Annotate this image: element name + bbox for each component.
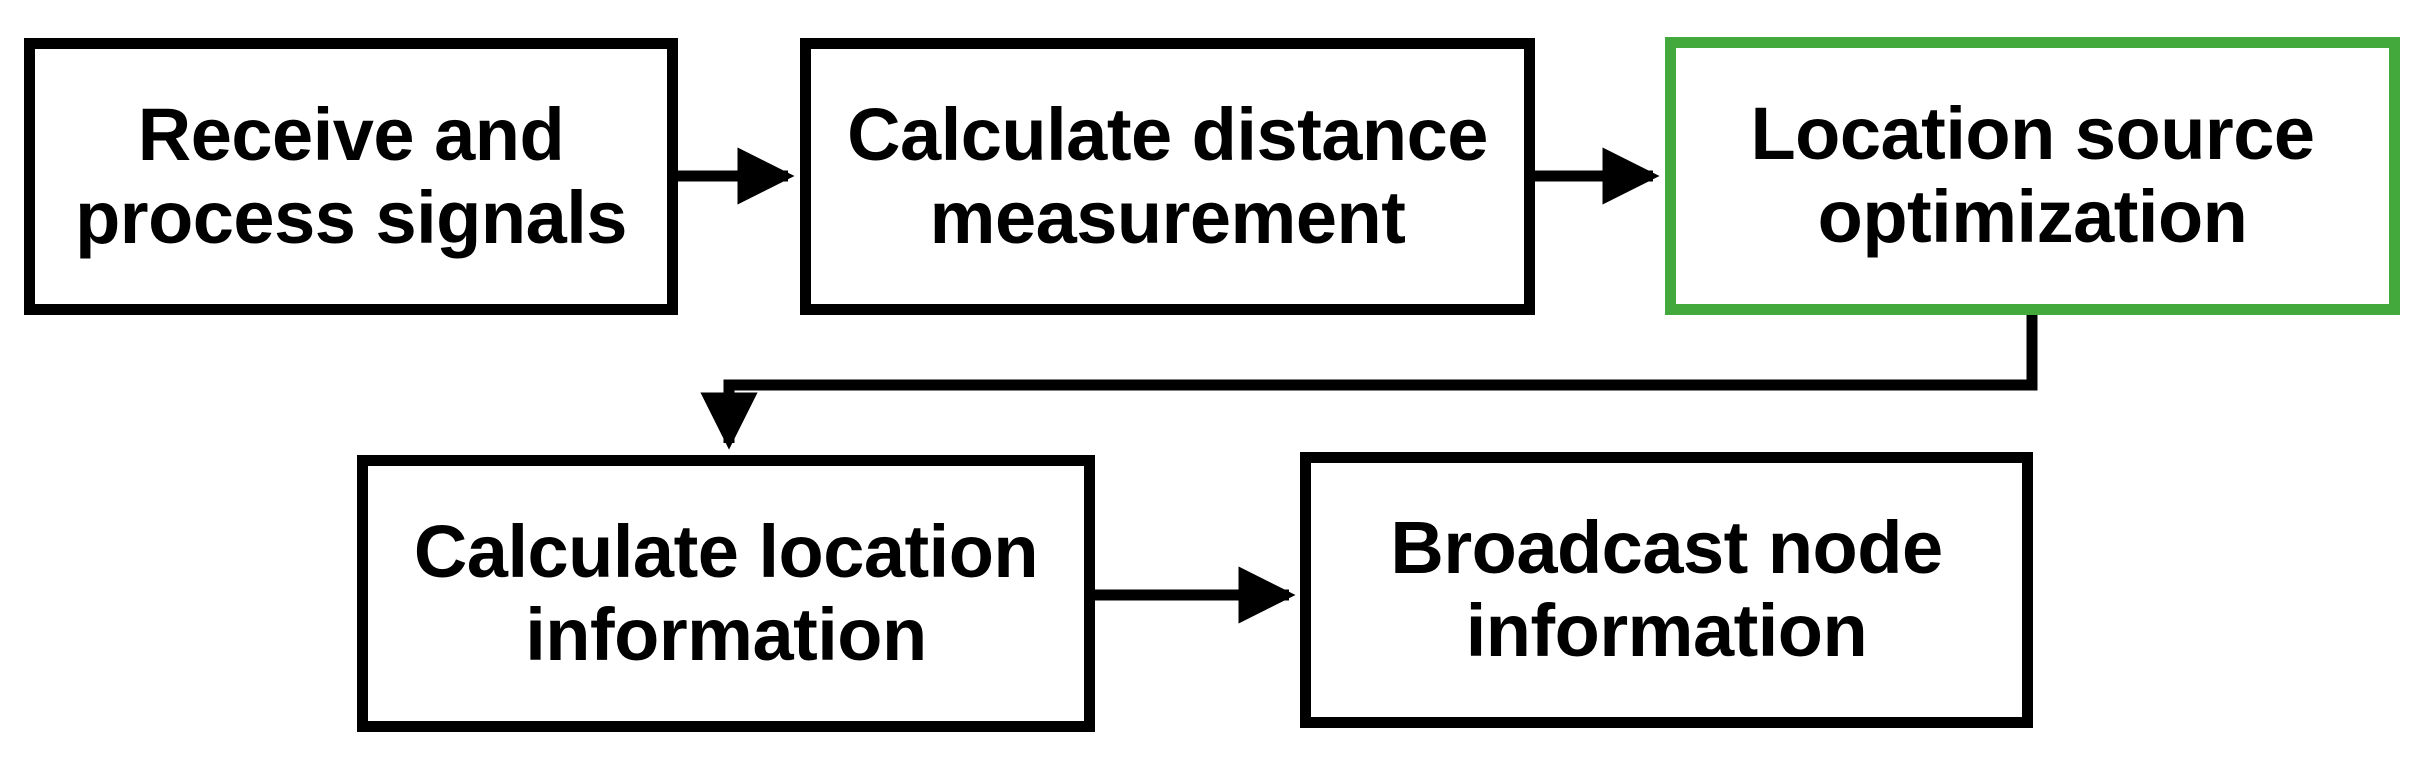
node-calculate-location-information[interactable]: Calculate location information [357,455,1095,732]
node-location-source-optimization[interactable]: Location source optimization [1665,37,2400,315]
node-label-location-source-optimization: Location source optimization [1750,92,2315,258]
arrow-location-source-to-calculate-location [700,309,2038,450]
node-calculate-distance-measurement[interactable]: Calculate distance measurement [800,38,1535,315]
node-label-calculate-distance-measurement: Calculate distance measurement [847,92,1488,259]
node-receive-and-process-signals[interactable]: Receive and process signals [24,38,678,315]
node-label-broadcast-node-information: Broadcast node information [1390,506,1943,672]
node-broadcast-node-information[interactable]: Broadcast node information [1300,452,2033,728]
node-label-receive-and-process-signals: Receive and process signals [75,92,627,259]
node-label-calculate-location-information: Calculate location information [413,509,1039,676]
